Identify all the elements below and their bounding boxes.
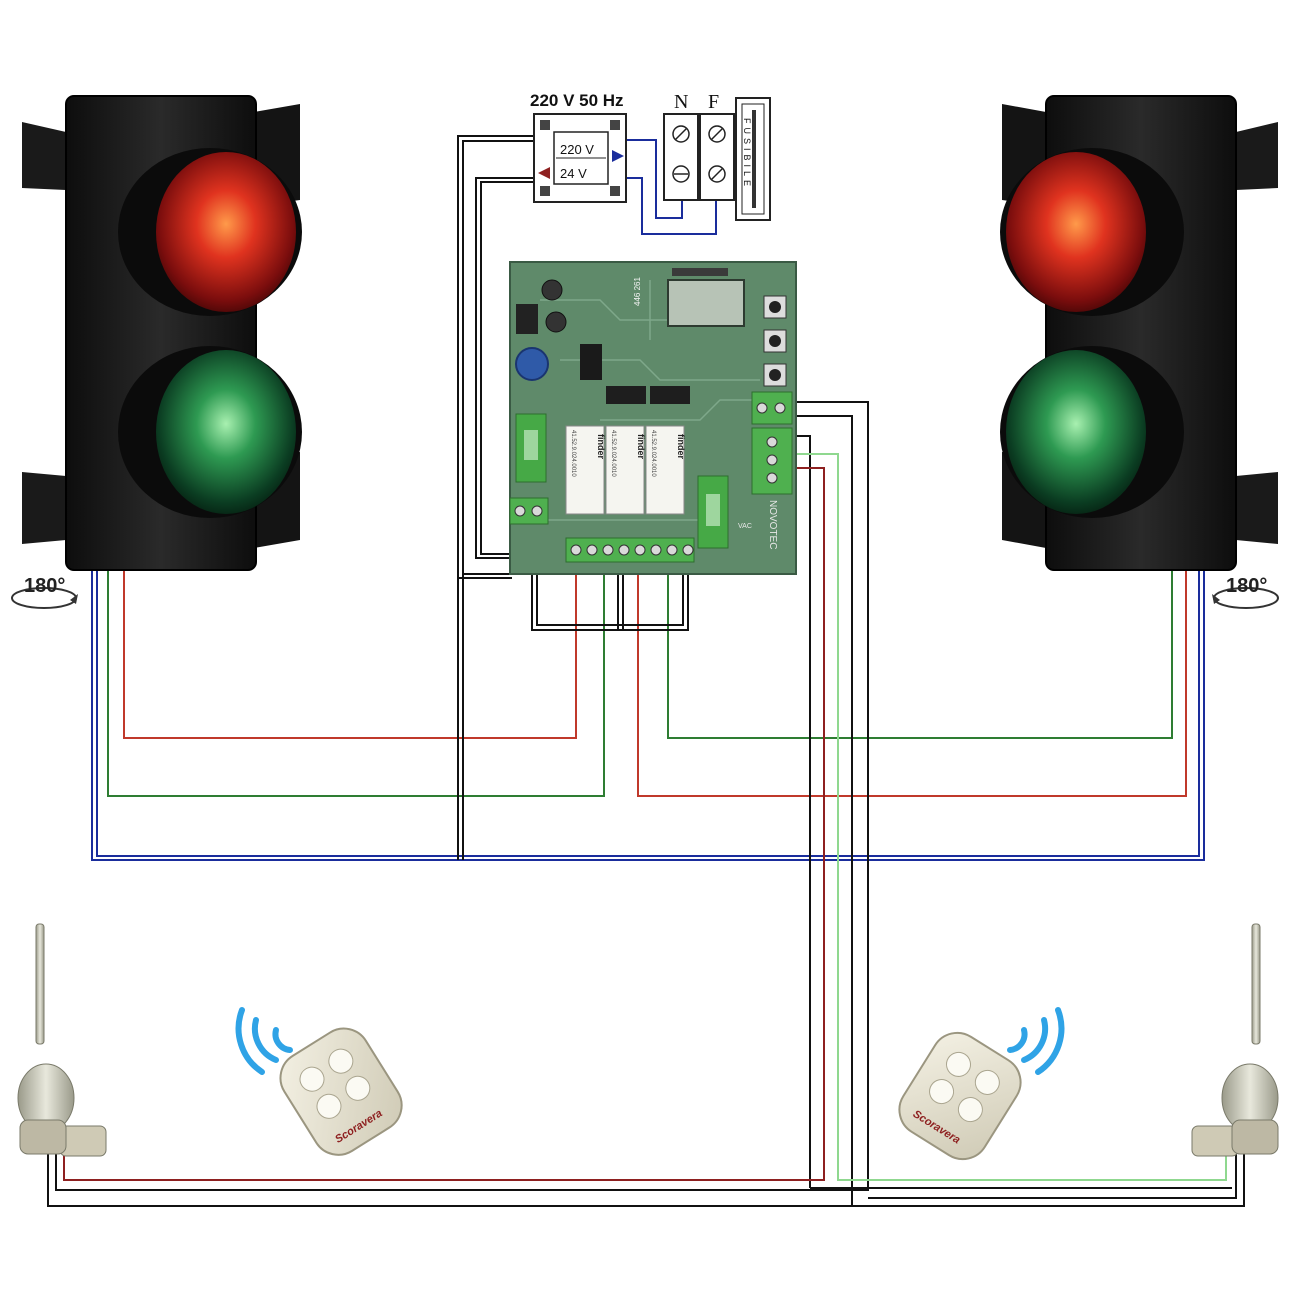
relay-code-1: 41.52.9.024.0010	[570, 430, 576, 477]
wire-common-2	[462, 140, 536, 860]
wire-left-green	[107, 560, 605, 797]
wire-left-blue-1	[91, 570, 462, 861]
remote-right-icon: Scoravera	[898, 1007, 1065, 1161]
wire-ant-red	[63, 467, 825, 1181]
rotation-right-label: 180°	[1226, 575, 1267, 597]
red-lamp-right-icon	[1006, 152, 1146, 312]
arrow-out-icon	[538, 167, 550, 179]
rotate-180-left-icon: 180°	[11, 575, 78, 609]
wire-ant-lgreen	[792, 453, 1227, 1181]
wire-right-green	[667, 560, 1173, 739]
capacitor	[515, 347, 549, 381]
wire-right-blue-2	[462, 570, 1200, 857]
transformer-out-label: 24 V	[560, 166, 587, 181]
wire-ant-black-1	[55, 401, 869, 1191]
wire-mains-2	[626, 177, 717, 235]
rotate-180-right-icon: 180°	[1212, 575, 1279, 609]
wire-ant-r-black-1	[852, 1150, 1245, 1207]
terminal-24v	[509, 497, 549, 525]
wire-loop-1	[531, 540, 689, 631]
green-lamp-icon	[156, 350, 296, 514]
supply-label: 220 V 50 Hz	[530, 91, 624, 110]
fuse-label: FUSIBILE	[742, 118, 752, 190]
wire-left-red	[123, 560, 577, 739]
green-lamp-right-icon	[1006, 350, 1146, 514]
terminal-strip-bottom	[565, 537, 695, 563]
wire-mains-1	[626, 139, 683, 219]
rotation-left-label: 180°	[24, 575, 65, 597]
push-buttons	[763, 295, 787, 387]
terminal-block-mains: N F	[663, 91, 735, 201]
wire-left-blue-2	[96, 570, 462, 857]
neutral-label: N	[674, 91, 688, 113]
antenna-left-icon	[17, 923, 107, 1157]
traffic-light-left: 180°	[11, 95, 302, 609]
relay-code-2: 41.52.9.024.0010	[610, 430, 616, 477]
signal-waves-left-icon	[235, 1007, 293, 1075]
transformer: 220 V 24 V	[533, 113, 627, 203]
control-board: 446 261 finder finder	[509, 261, 797, 575]
wire-right-red	[637, 560, 1187, 797]
remote-left-icon: Scoravera	[235, 1007, 403, 1156]
relays: finder finder finder 41.52.9.024.0010 41…	[565, 425, 686, 515]
relay-brand-2: finder	[636, 434, 646, 459]
wire-loop-2	[536, 540, 684, 626]
arrow-in-icon	[612, 150, 624, 162]
traffic-light-right: 180°	[1000, 95, 1279, 609]
red-lamp-icon	[156, 152, 296, 312]
wire-common-1	[457, 135, 536, 860]
board-code: 446 261	[633, 277, 642, 306]
antenna-right-icon	[1191, 923, 1279, 1157]
fuse: FUSIBILE	[735, 97, 771, 221]
relay-code-3: 41.52.9.024.0010	[650, 430, 656, 477]
signal-waves-right-icon	[1007, 1007, 1065, 1075]
relay-brand-3: finder	[676, 434, 686, 459]
wire-right-blue-1	[462, 570, 1205, 861]
relay-brand-1: finder	[596, 434, 606, 459]
board-maker: NOVOTEC	[767, 500, 778, 549]
lcd-display	[667, 279, 745, 327]
wire-ant-black-3	[792, 435, 811, 1188]
wire-ant-r-black-2	[868, 1150, 1237, 1199]
terminal-strip-right	[751, 391, 793, 495]
transformer-in-label: 220 V	[560, 142, 594, 157]
vac-label: VAC	[738, 523, 752, 530]
phase-label: F	[708, 91, 719, 113]
